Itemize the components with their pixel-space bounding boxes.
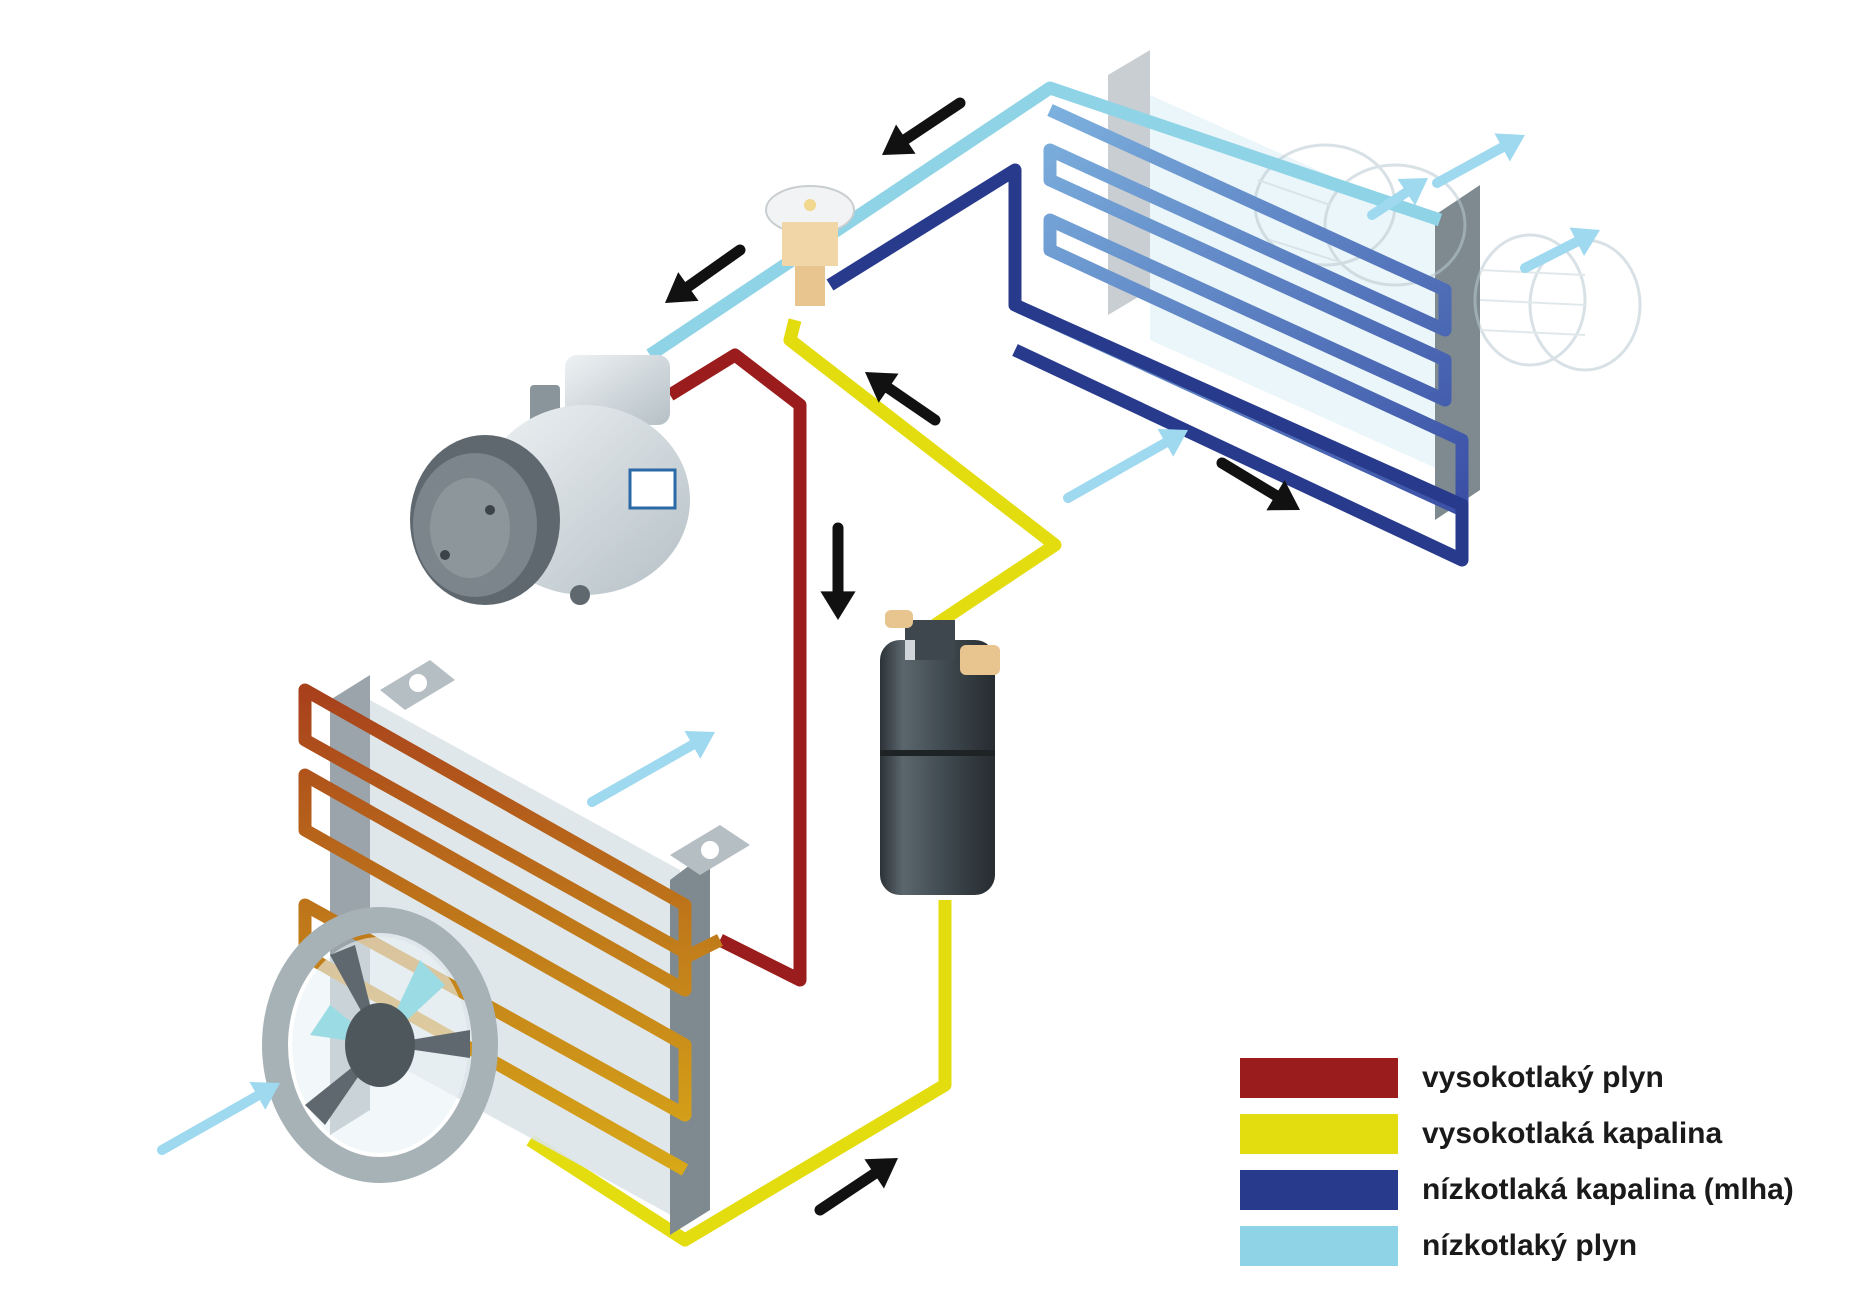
legend-item-low-pressure-gas: nízkotlaký plyn — [1240, 1218, 1794, 1274]
airflow-arrow-shaft — [1367, 187, 1412, 220]
legend-swatch — [1240, 1226, 1398, 1266]
fan-icon — [262, 907, 498, 1183]
legend-item-high-pressure-gas: vysokotlaký plyn — [1240, 1050, 1794, 1106]
flow-arrow-head — [1266, 480, 1300, 511]
airflow-arrow-head — [249, 1081, 280, 1110]
airflow-arrow-head — [684, 730, 715, 759]
compressor-icon — [410, 355, 690, 605]
condenser-coil — [298, 683, 723, 1176]
legend-label: vysokotlaká kapalina — [1422, 1117, 1723, 1150]
pipe-high-pressure-liquid — [526, 900, 952, 1247]
airflow-arrow-shaft — [1063, 437, 1171, 503]
legend-label: nízkotlaký plyn — [1422, 1229, 1638, 1262]
flow-arrow-shaft — [1216, 457, 1282, 501]
legend-swatch — [1240, 1114, 1398, 1154]
legend-item-low-pressure-liquid: nízkotlaká kapalina (mlha) — [1240, 1162, 1794, 1218]
flow-arrow-head — [820, 591, 856, 620]
legend-item-high-pressure-liquid: vysokotlaká kapalina — [1240, 1106, 1794, 1162]
flow-arrow-head — [882, 124, 916, 155]
airflow-arrow-head — [1494, 133, 1525, 162]
flow-arrow-shaft — [682, 244, 746, 292]
legend-swatch — [1240, 1058, 1398, 1098]
airflow-arrow-shaft — [1432, 142, 1508, 188]
airflow-arrow-shaft — [1520, 236, 1582, 273]
flow-arrow-shaft — [900, 97, 966, 145]
airflow-arrows — [157, 133, 1600, 1155]
flow-arrow-shaft — [814, 1168, 880, 1216]
pipe-high-pressure-gas — [666, 348, 807, 987]
pipe-low-pressure-liquid — [826, 163, 1469, 567]
airflow-arrow-shaft — [587, 739, 698, 807]
pipe-high-pressure-liquid — [783, 318, 1062, 631]
flow-arrow-head — [665, 272, 699, 303]
airflow-arrow-head — [1397, 178, 1428, 206]
flow-arrow-head — [865, 372, 899, 403]
airflow-arrow-shaft — [157, 1090, 263, 1155]
legend: vysokotlaký plyn vysokotlaká kapalina ní… — [1240, 1050, 1794, 1274]
airflow-arrow-head — [1157, 428, 1188, 457]
flow-arrow-head — [864, 1158, 898, 1189]
evaporator — [1008, 50, 1642, 520]
receiver-dryer-icon — [880, 610, 1000, 895]
flow-arrow-shaft — [883, 382, 941, 426]
flow-arrows — [665, 97, 1300, 1216]
legend-label: nízkotlaká kapalina (mlha) — [1422, 1173, 1794, 1206]
legend-label: vysokotlaký plyn — [1422, 1061, 1664, 1094]
expansion-valve-icon — [765, 185, 855, 306]
legend-swatch — [1240, 1170, 1398, 1210]
airflow-arrow-head — [1569, 227, 1600, 257]
